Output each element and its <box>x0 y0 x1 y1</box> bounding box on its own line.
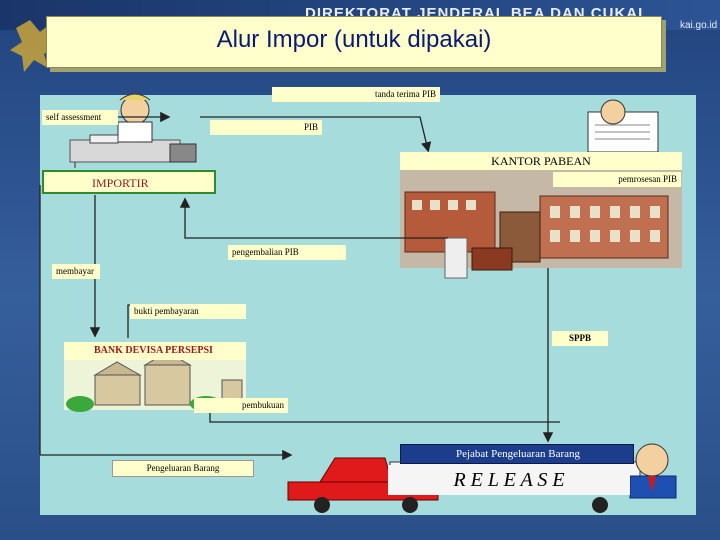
label-pengembalian: pengembalian PIB <box>228 245 346 260</box>
title-box: Alur Impor (untuk dipakai) <box>46 16 662 68</box>
header-url-fragment: kai.go.id <box>680 20 718 31</box>
pejabat-box: Pejabat Pengeluaran Barang <box>400 444 634 464</box>
importir-illustration-icon <box>69 93 197 168</box>
label-pib: PIB <box>210 120 322 135</box>
release-box: R E L E A S E <box>388 465 630 495</box>
page-title: Alur Impor (untuk dipakai) <box>216 26 492 53</box>
importir-box: IMPORTIR <box>42 170 216 194</box>
bank-label: BANK DEVISA PERSEPSI <box>94 345 213 356</box>
label-pemrosesan: pemrosesan PIB <box>553 172 681 187</box>
label-pembukuan: pembukuan <box>194 398 288 413</box>
label-tanda-terima: tanda terima PIB <box>272 87 440 102</box>
bank-box: BANK DEVISA PERSEPSI <box>64 342 246 360</box>
label-sppb: SPPB <box>552 331 608 346</box>
release-label: R E L E A S E <box>453 469 565 491</box>
label-membayar: membayar <box>52 264 100 279</box>
importir-label: IMPORTIR <box>92 176 149 190</box>
pejabat-label: Pejabat Pengeluaran Barang <box>455 448 580 460</box>
label-pengeluaran-barang: Pengeluaran Barang <box>112 460 254 477</box>
label-self-assessment: self assessment <box>42 110 118 125</box>
official-illustration-icon <box>629 443 677 499</box>
kantor-pabean-label: KANTOR PABEAN <box>491 154 591 168</box>
kantor-pabean-box: KANTOR PABEAN <box>400 152 682 170</box>
official-reading-illustration-icon <box>587 99 659 153</box>
label-bukti-pembayaran: bukti pembayaran <box>130 304 246 319</box>
